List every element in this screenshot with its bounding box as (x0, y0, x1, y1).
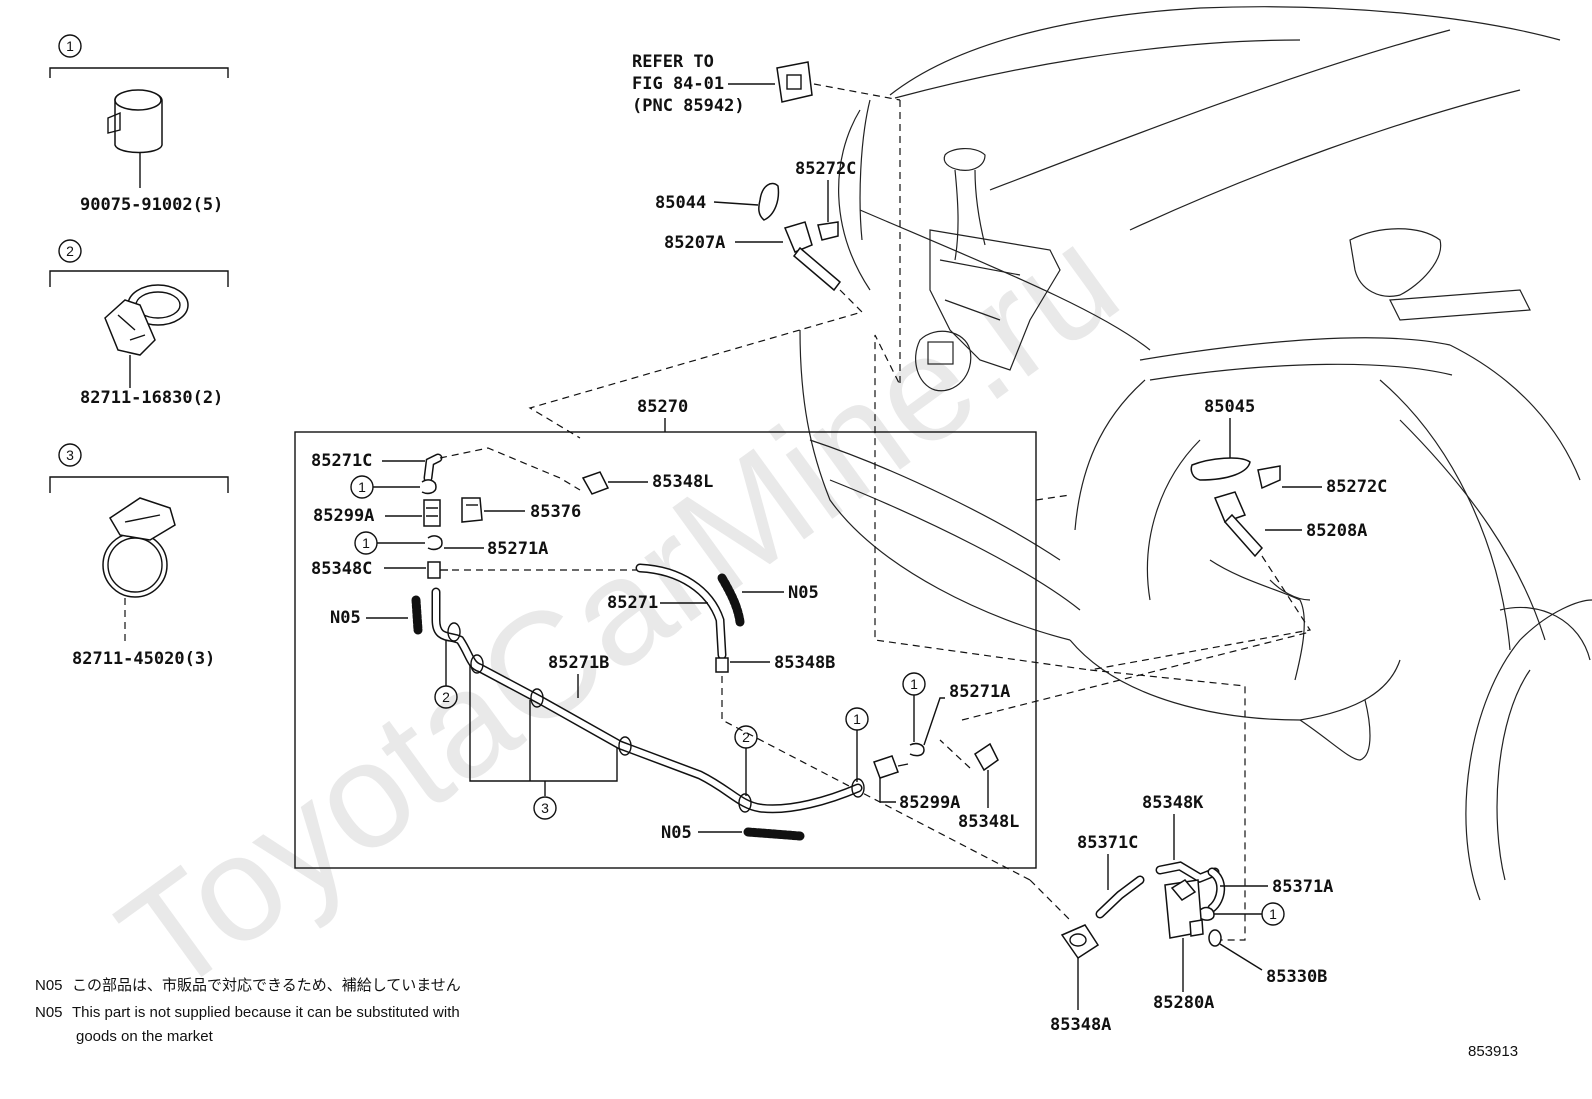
clip-callout-1a: 1 (350, 475, 437, 499)
part-85299a-right: 85299A (873, 755, 960, 813)
refer-note: REFER TO FIG 84-01 (PNC 85942) (632, 52, 901, 116)
part-85348c: 85348C (311, 559, 640, 579)
svg-text:この部品は、市販品で対応できるため、補給していません: この部品は、市販品で対応できるため、補給していません (72, 977, 461, 994)
svg-text:2: 2 (442, 689, 450, 705)
vehicle-body-outline (799, 6, 1592, 901)
hose-clamp-icon (104, 284, 189, 356)
svg-text:3: 3 (541, 800, 549, 816)
svg-text:85207A: 85207A (664, 233, 725, 253)
part-85348b: 85348B (715, 653, 1031, 881)
svg-text:N05: N05 (788, 583, 819, 603)
svg-text:N05: N05 (330, 608, 361, 628)
svg-text:85280A: 85280A (1153, 993, 1214, 1013)
legend-part-number: 90075-91002(5) (80, 195, 223, 215)
part-85271: 85271 (607, 563, 727, 660)
legend-item-1: 1 90075-91002(5) (49, 34, 229, 215)
svg-text:85271B: 85271B (548, 653, 609, 673)
svg-text:85348L: 85348L (958, 812, 1019, 832)
svg-text:REFER TO: REFER TO (632, 52, 714, 72)
svg-text:FIG 84-01: FIG 84-01 (632, 74, 724, 94)
legend-number: 2 (66, 243, 74, 259)
svg-text:2: 2 (742, 729, 750, 745)
svg-text:85348L: 85348L (652, 472, 713, 492)
svg-text:85348C: 85348C (311, 559, 372, 579)
svg-text:85272C: 85272C (795, 159, 856, 179)
svg-text:85045: 85045 (1204, 397, 1255, 417)
svg-text:85376: 85376 (530, 502, 581, 522)
svg-text:85348K: 85348K (1142, 793, 1204, 813)
part-85348a: 85348A (1029, 879, 1111, 1035)
svg-text:85271A: 85271A (487, 539, 548, 559)
part-n05-bottom: N05 (661, 823, 805, 843)
clip-callout-1e: 1 (1199, 902, 1285, 926)
kit-85270: 85270 (294, 397, 1037, 869)
footnote-jp: N05 この部品は、市販品で対応できるため、補給していません (35, 977, 461, 994)
clip-band-icon (107, 89, 163, 154)
clip-callout-1c: 1 (845, 707, 869, 782)
svg-text:N05: N05 (661, 823, 692, 843)
hose-clip-icon (102, 497, 176, 598)
part-85280a: 85280A (1153, 879, 1214, 1013)
svg-text:1: 1 (853, 711, 861, 727)
part-n05-right: N05 (717, 573, 819, 627)
part-85330b: 85330B (1208, 929, 1327, 987)
part-85348l-upper: 85348L (581, 471, 713, 495)
part-85371c: 85371C (1077, 833, 1145, 919)
svg-text:1: 1 (362, 535, 370, 551)
part-85299a-left: 85299A (313, 499, 441, 527)
part-85045: 85045 (1190, 397, 1255, 481)
svg-text:85271A: 85271A (949, 682, 1010, 702)
part-85272c-right: 85272C (1257, 465, 1387, 497)
part-85376: 85376 (461, 497, 581, 523)
svg-text:85348B: 85348B (774, 653, 835, 673)
clip-callout-1b: 1 85271A (354, 531, 548, 559)
connector-icon (776, 61, 813, 103)
clamp-bracket-3: 3 (469, 665, 618, 820)
part-85208a: 85208A (1089, 491, 1367, 941)
legend-number: 1 (66, 38, 74, 54)
svg-text:85299A: 85299A (313, 506, 374, 526)
svg-text:85271: 85271 (607, 593, 658, 613)
legend-item-2: 2 82711-16830(2) (49, 239, 229, 408)
part-85371a: 85371A (1207, 867, 1333, 913)
part-85044: 85044 (655, 182, 780, 221)
washer-reservoir-illustration (915, 148, 1061, 392)
clip-callout-2a: 2 (434, 640, 458, 709)
svg-text:85271C: 85271C (311, 451, 372, 471)
svg-text:85371C: 85371C (1077, 833, 1138, 853)
part-85207a: 85207A (664, 221, 842, 292)
footnote-en: N05 This part is not supplied because it… (35, 1004, 460, 1045)
svg-text:85272C: 85272C (1326, 477, 1387, 497)
part-85272c-upper: 85272C (795, 159, 856, 241)
svg-text:85371A: 85371A (1272, 877, 1333, 897)
part-n05-left: N05 (330, 595, 423, 635)
legend-number: 3 (66, 447, 74, 463)
diagram-id: 853913 (1468, 1043, 1518, 1060)
part-85348k: 85348K (1142, 793, 1220, 884)
svg-text:N05: N05 (35, 1004, 63, 1021)
svg-text:85044: 85044 (655, 193, 706, 213)
svg-text:1: 1 (910, 676, 918, 692)
clip-callout-1d: 1 85271A (902, 672, 1010, 757)
svg-text:1: 1 (1269, 906, 1277, 922)
svg-text:1: 1 (358, 479, 366, 495)
svg-text:goods on the market: goods on the market (76, 1028, 214, 1045)
svg-text:This part is not supplied beca: This part is not supplied because it can… (72, 1004, 460, 1021)
legend-part-number: 82711-45020(3) (72, 649, 215, 669)
part-85271c: 85271C (311, 447, 581, 491)
svg-text:(PNC 85942): (PNC 85942) (632, 96, 745, 116)
svg-text:N05: N05 (35, 977, 63, 994)
clip-callout-2b: 2 (734, 725, 758, 796)
legend-part-number: 82711-16830(2) (80, 388, 223, 408)
part-85271b: 85271B (431, 587, 865, 814)
part-85348l-lower: 85348L (939, 631, 1311, 832)
svg-text:85208A: 85208A (1306, 521, 1367, 541)
svg-text:85330B: 85330B (1266, 967, 1327, 987)
legend-item-3: 3 82711-45020(3) (49, 443, 229, 669)
svg-text:85270: 85270 (637, 397, 688, 417)
svg-text:85348A: 85348A (1050, 1015, 1111, 1035)
svg-text:85299A: 85299A (899, 793, 960, 813)
